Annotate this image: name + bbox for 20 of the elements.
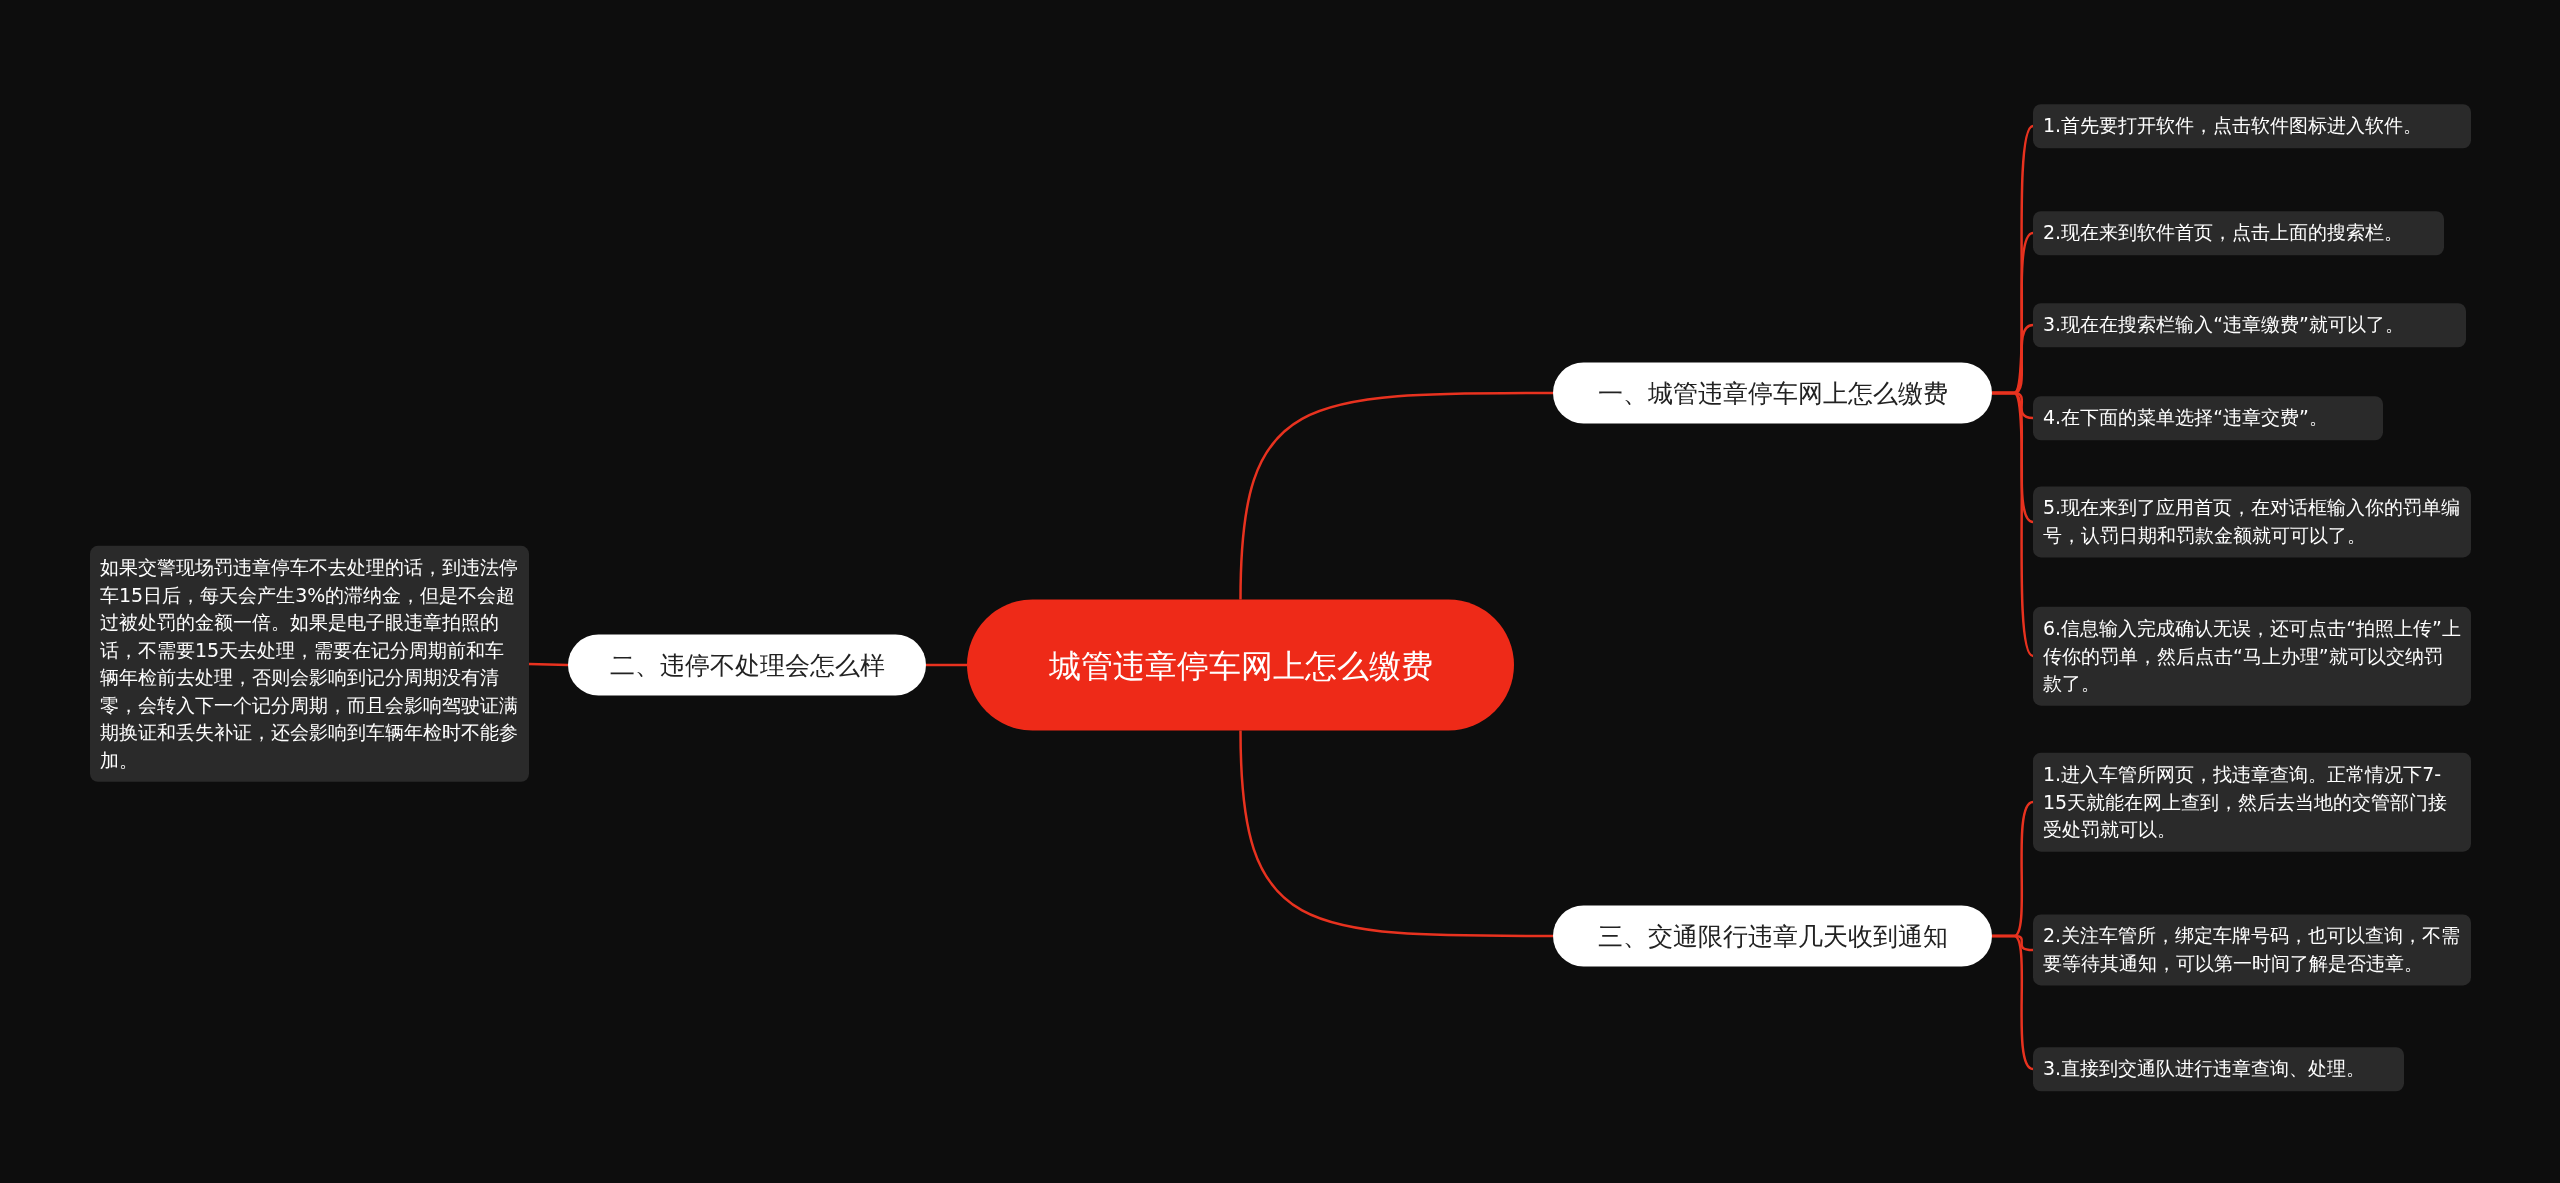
leaf-note: 3.直接到交通队进行违章查询、处理。 (2033, 1047, 2404, 1091)
connector-line (528, 662, 569, 667)
branch-topic: 三、交通限行违章几天收到通知 (1553, 905, 1992, 967)
leaf-note: 6.信息输入完成确认无误，还可点击“拍照上传”上传你的罚单，然后点击“马上办理”就可以交纳罚款了。 (2033, 606, 2471, 706)
leaf-note: 2.现在来到软件首页，点击上面的搜索栏。 (2033, 211, 2444, 255)
leaf-note: 如果交警现场罚违章停车不去处理的话，到违法停车15日后，每天会产生3%的滞纳金，但是不会超过被处罚的金额一倍。如果是电子眼违章拍照的话，不需要15天去处理，需要在记分周期前和车辆年检前去处理，否则会影响到记分周期没有清零，会转入下一个记分周期，而且会影响驾驶证满期换证和丢失补证，还会影响到车辆年检时不能参加。 (90, 545, 529, 783)
leaf-note: 2.关注车管所，绑定车牌号码，也可以查询，不需要等待其通知，可以第一时间了解是否违章。 (2033, 914, 2471, 986)
root-topic: 城管违章停车网上怎么缴费 (967, 599, 1514, 731)
leaf-note: 1.进入车管所网页，找违章查询。正常情况下7-15天就能在网上查到，然后去当地的交管部门接受处罚就可以。 (2033, 752, 2471, 852)
leaf-note: 3.现在在搜索栏输入“违章缴费”就可以了。 (2033, 303, 2466, 347)
connector-line (1992, 391, 2034, 657)
leaf-note: 4.在下面的菜单选择“违章交费”。 (2033, 396, 2383, 440)
branch-topic: 二、违停不处理会怎么样 (568, 634, 926, 696)
connector-line (926, 663, 967, 667)
connector-line (1239, 730, 1553, 938)
leaf-note: 5.现在来到了应用首页，在对话框输入你的罚单编号，认罚日期和罚款金额就可可以了。 (2033, 486, 2471, 558)
branch-topic: 一、城管违章停车网上怎么缴费 (1553, 362, 1992, 424)
connector-line (1992, 934, 2034, 1071)
connector-line (1239, 391, 1553, 600)
leaf-note: 1.首先要打开软件，点击软件图标进入软件。 (2033, 104, 2471, 148)
